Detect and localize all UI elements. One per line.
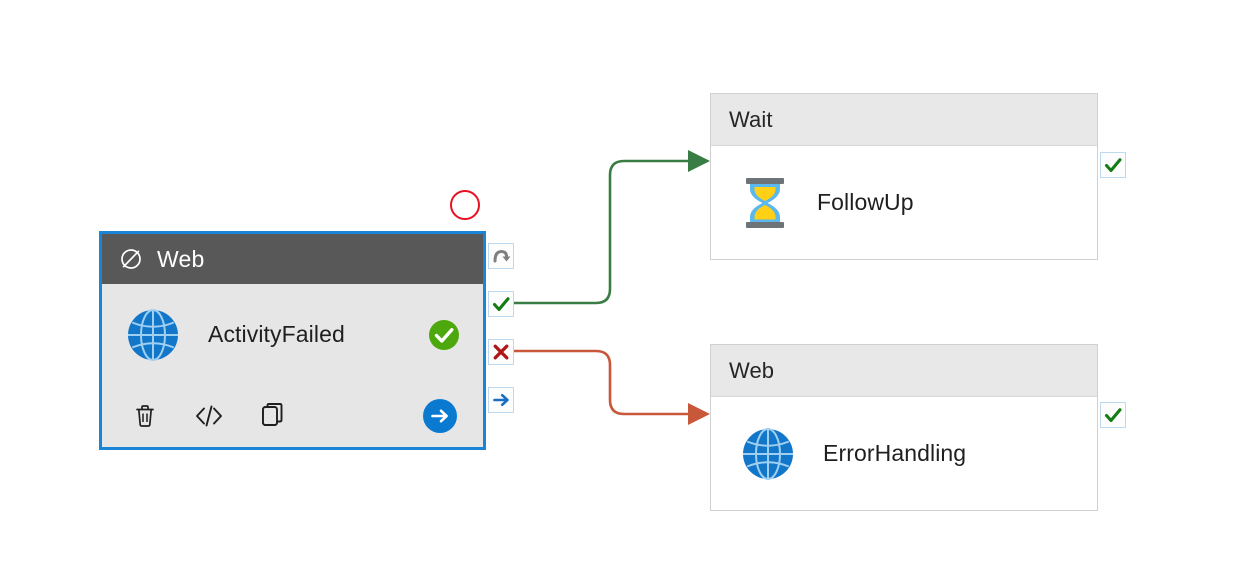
cross-icon (491, 342, 511, 362)
error-connector-path (512, 349, 690, 416)
web-node-header: Web (711, 345, 1097, 397)
globe-icon (124, 306, 182, 364)
hourglass-icon (739, 175, 791, 231)
breakpoint-circle-icon[interactable] (450, 190, 480, 220)
retry-arrow-icon (491, 246, 511, 266)
wait-node-body: FollowUp (711, 146, 1097, 259)
arrow-right-icon (491, 390, 511, 410)
wait-node-success-port-badge[interactable] (1100, 152, 1126, 178)
card-header: Web (102, 234, 483, 284)
next-port-badge[interactable] (488, 387, 514, 413)
web-node[interactable]: Web ErrorHandling (710, 344, 1098, 511)
wait-node[interactable]: Wait FollowUp (710, 93, 1098, 260)
status-check-circle-icon (427, 318, 461, 352)
web-node-body: ErrorHandling (711, 397, 1097, 510)
card-body-label: ActivityFailed (208, 321, 345, 347)
selected-activity-card[interactable]: Web ActivityFailed (99, 231, 486, 450)
wait-node-title: Wait (729, 106, 773, 132)
web-node-title: Web (729, 357, 775, 383)
wait-node-label: FollowUp (817, 189, 914, 215)
check-icon (491, 294, 511, 314)
card-body: ActivityFailed (102, 284, 483, 385)
error-connector-arrowhead (688, 403, 710, 425)
disabled-circle-slash-icon (118, 246, 144, 272)
copy-icon[interactable] (256, 399, 290, 433)
card-toolbar (102, 385, 483, 447)
success-connector-arrowhead (688, 150, 710, 172)
wait-node-header: Wait (711, 94, 1097, 146)
web-node-label: ErrorHandling (823, 440, 967, 466)
error-port-badge[interactable] (488, 339, 514, 365)
arrow-right-circle-icon[interactable] (421, 397, 459, 435)
success-port-badge[interactable] (488, 291, 514, 317)
globe-icon (739, 425, 797, 483)
card-header-title: Web (157, 245, 205, 272)
code-icon[interactable] (192, 399, 226, 433)
retry-port-badge[interactable] (488, 243, 514, 269)
success-connector-path (512, 159, 690, 305)
check-icon (1103, 405, 1123, 425)
trash-icon[interactable] (128, 399, 162, 433)
check-icon (1103, 155, 1123, 175)
web-node-success-port-badge[interactable] (1100, 402, 1126, 428)
